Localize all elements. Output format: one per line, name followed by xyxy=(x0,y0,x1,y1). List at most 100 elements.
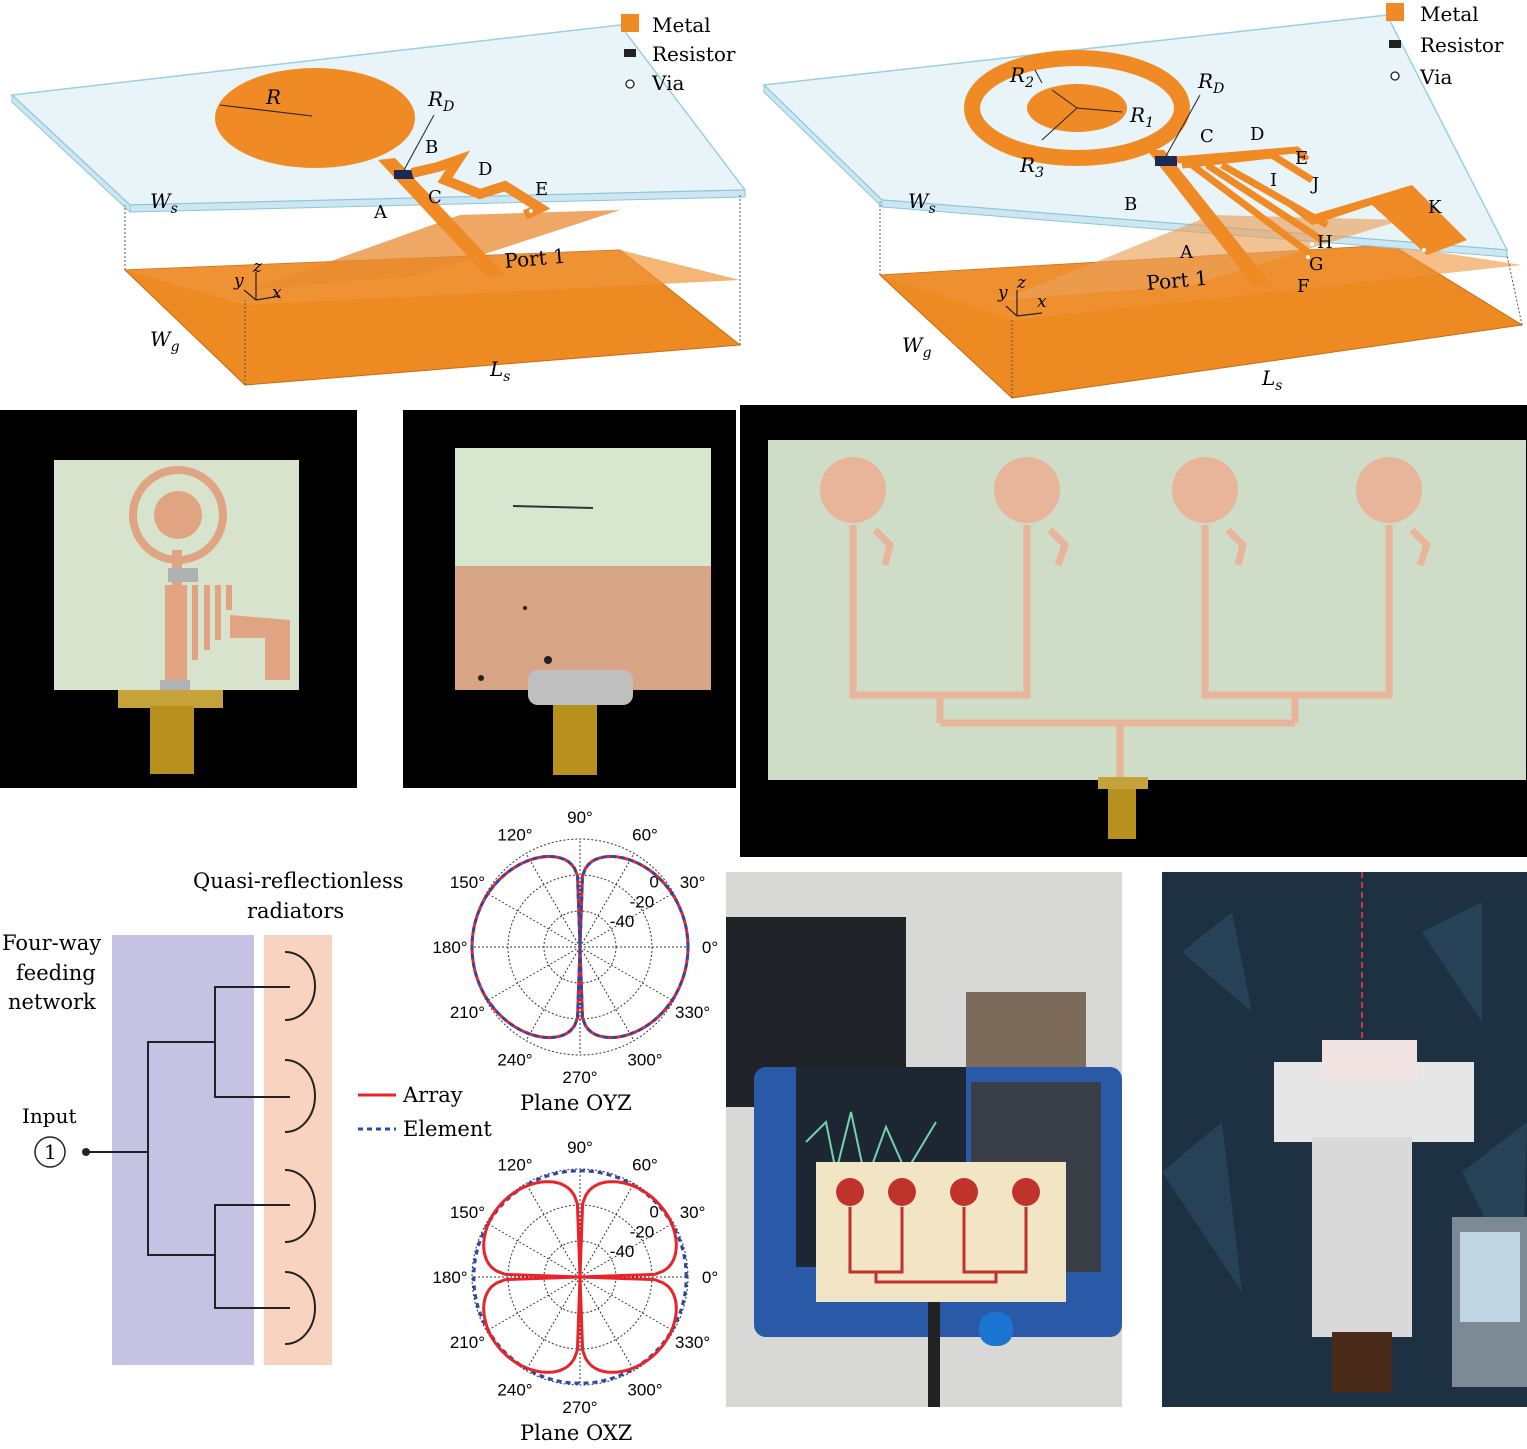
label-R3: R3 xyxy=(1019,153,1044,181)
label-D: D xyxy=(478,159,492,180)
polar-angle-label: 330° xyxy=(675,1003,710,1022)
label-J: J xyxy=(1310,174,1319,195)
polar-grid-spoke xyxy=(486,946,581,1002)
axes-icon xyxy=(1005,290,1043,317)
label-Ws: Ws xyxy=(150,189,178,217)
polar-angle-label: 300° xyxy=(627,1051,662,1070)
input-label: Input xyxy=(22,1104,77,1128)
label-A: A xyxy=(373,202,388,223)
polar-oxz-title: Plane OXZ xyxy=(520,1421,632,1445)
polar-grid-spoke xyxy=(486,892,581,948)
polar-radial-label: 0 xyxy=(649,1203,658,1222)
legend-array-label: Array xyxy=(402,1083,463,1107)
resistor xyxy=(394,170,414,179)
polar-grid-spoke xyxy=(579,892,674,948)
label-D: D xyxy=(1250,124,1264,145)
label-RD: RD xyxy=(427,87,454,115)
polar-angle-label: 240° xyxy=(497,1381,532,1400)
label-Ls: Ls xyxy=(489,357,510,385)
label-port1: Port 1 xyxy=(1145,266,1208,295)
legend-metal-label: Metal xyxy=(1420,2,1479,26)
polar-radial-label: 0 xyxy=(649,873,658,892)
polar-angle-label: 0° xyxy=(702,938,718,957)
polar-angle-label: 120° xyxy=(497,1155,532,1174)
label-B: B xyxy=(1124,194,1137,215)
legend-resistor-label: Resistor xyxy=(1420,33,1504,57)
polar-grid-spoke xyxy=(525,1183,581,1278)
photo-lab-setup xyxy=(726,872,1122,1407)
polar-angle-label: 30° xyxy=(680,1203,706,1222)
legend-resistor-label: Resistor xyxy=(652,42,736,66)
polar-chart-oxz: 90°60°30°0°330°300°270°240°210°180°150°1… xyxy=(432,1138,718,1417)
polar-grid-spoke xyxy=(579,1276,635,1371)
axis-y-label: y xyxy=(997,283,1008,303)
polar-angle-label: 240° xyxy=(497,1051,532,1070)
label-E: E xyxy=(535,179,548,200)
label-Wg: Wg xyxy=(150,327,180,355)
legend-metal-swatch xyxy=(621,14,639,32)
via-H xyxy=(1310,242,1314,246)
polar-angle-label: 330° xyxy=(675,1333,710,1352)
polar-angle-label: 90° xyxy=(567,808,593,827)
polar-angle-label: 120° xyxy=(497,825,532,844)
label-C: C xyxy=(1200,126,1214,147)
legend-resistor-swatch xyxy=(624,49,636,57)
feed-line xyxy=(378,158,505,278)
polar-grid-spoke xyxy=(579,946,635,1041)
via-E xyxy=(1303,160,1307,164)
resistor xyxy=(1155,156,1177,166)
polar-grid-spoke xyxy=(486,1222,581,1278)
label-Ls: Ls xyxy=(1261,366,1282,394)
legend-via-icon xyxy=(625,79,635,89)
radiators-block xyxy=(264,935,332,1365)
label-R: R xyxy=(265,85,281,109)
axes-icon xyxy=(243,272,281,301)
polar-grid-spoke xyxy=(525,946,581,1041)
polar-series-array xyxy=(482,1180,678,1374)
label-I: I xyxy=(1270,170,1277,191)
polar-angle-label: 210° xyxy=(450,1333,485,1352)
polar-plots: 90°60°30°0°330°300°270°240°210°180°150°1… xyxy=(350,805,730,1445)
block-diagram: 1 Input Quasi-reflectionless radiators F… xyxy=(0,860,420,1370)
polar-grid-spoke xyxy=(525,853,581,948)
polar-grid-spoke xyxy=(486,1276,581,1332)
polar-grid-spoke xyxy=(579,946,674,1002)
outer-ring xyxy=(964,50,1190,166)
via-K xyxy=(1422,248,1426,252)
legend-metal-swatch xyxy=(1386,3,1404,21)
polar-radial-label: -20 xyxy=(630,892,655,911)
label-R1: R1 xyxy=(1129,103,1154,131)
polar-angle-label: 90° xyxy=(567,1138,593,1157)
legend-via-icon xyxy=(1390,71,1400,81)
label-H: H xyxy=(1317,232,1333,253)
polar-grid-spoke xyxy=(579,1276,674,1332)
polar-angle-label: 60° xyxy=(632,1155,658,1174)
radiators-title-line2: radiators xyxy=(247,899,344,923)
legend-via-label: Via xyxy=(1419,65,1452,89)
fig-a-3d-model: z x y R RD A B C D E Port 1 Ws Wg Ls Met… xyxy=(0,0,750,400)
network-label-line3: network xyxy=(8,990,96,1014)
meander-stub xyxy=(410,150,551,220)
legend-resistor-swatch xyxy=(1389,40,1401,48)
axis-x-label: x xyxy=(272,283,282,303)
fig-b-3d-model: z x y R2 R1 R3 RD C D E I J K H G F A B … xyxy=(752,0,1527,400)
polar-grid-spoke xyxy=(579,853,635,948)
polar-grid-ring xyxy=(471,1168,689,1386)
input-node xyxy=(82,1148,90,1156)
label-F: F xyxy=(1297,276,1310,297)
axis-z-label: z xyxy=(1016,273,1027,293)
input-port-marker xyxy=(34,1136,66,1168)
photo-array-front xyxy=(740,405,1527,857)
port-region xyxy=(250,210,620,290)
polar-radial-label: -40 xyxy=(610,1242,635,1261)
photo-anechoic-chamber xyxy=(1162,872,1527,1407)
polar-angle-label: 150° xyxy=(450,1203,485,1222)
label-Ws: Ws xyxy=(908,189,936,217)
axis-y-label: y xyxy=(233,271,244,291)
via xyxy=(529,209,533,213)
ground-plane-top-port xyxy=(125,250,740,305)
photo-element-back xyxy=(403,410,736,788)
legend-metal-label: Metal xyxy=(652,13,711,37)
label-C: C xyxy=(428,187,442,208)
label-E: E xyxy=(1295,148,1308,169)
